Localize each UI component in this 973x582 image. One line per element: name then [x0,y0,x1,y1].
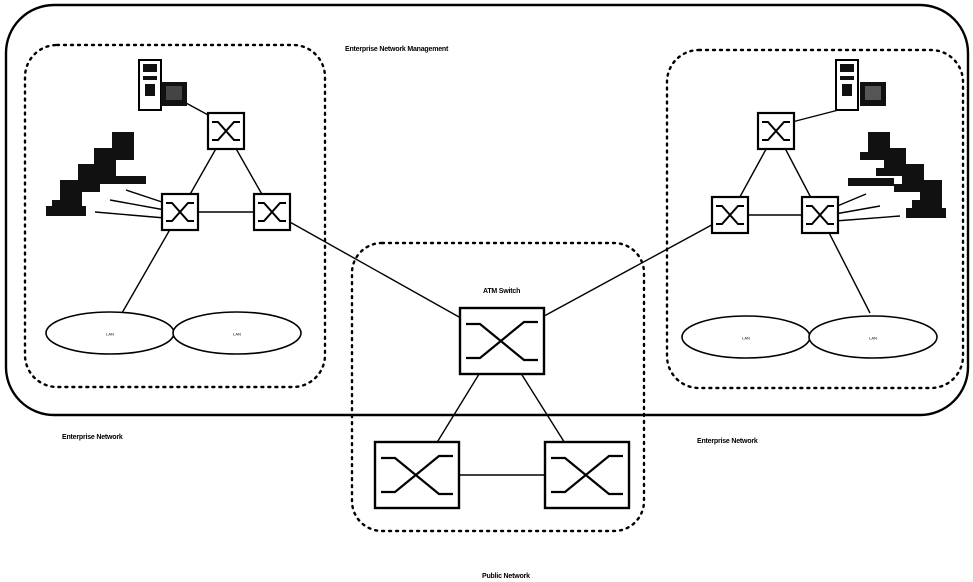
public-network-label: Public Network [482,573,530,580]
public-switch-right [543,440,631,510]
right-enterprise-region [665,48,965,390]
atm-switch-label: ATM Switch [483,288,521,295]
public-switch-left [373,440,461,510]
left-enterprise-region [23,43,327,389]
lan-right-2 [808,315,938,359]
public-network-region [350,241,646,533]
switch-right-top [756,111,796,151]
lan-left-2-label: LAN [233,331,241,337]
switch-left-top [206,111,246,151]
workstations-left [46,132,146,216]
enterprise-network-right-label: Enterprise Network [697,438,758,445]
switch-left-bottom-right [252,192,292,232]
enterprise-management-label: Enterprise Network Management [345,46,449,53]
enterprise-management-boundary [4,3,970,417]
management-station-right [835,59,886,111]
lan-right-2-label: LAN [869,335,877,341]
lan-left-1-label: LAN [106,331,114,337]
atm-switch [458,306,546,376]
lan-right-1-label: LAN [742,335,750,341]
switch-left-bottom-left [160,192,200,232]
switch-right-bottom-left [710,195,750,235]
workstations-right [848,132,946,218]
lan-left-2 [172,311,302,355]
enterprise-network-left-label: Enterprise Network [62,434,123,441]
management-station-left [138,59,187,111]
switch-right-bottom-right [800,195,840,235]
